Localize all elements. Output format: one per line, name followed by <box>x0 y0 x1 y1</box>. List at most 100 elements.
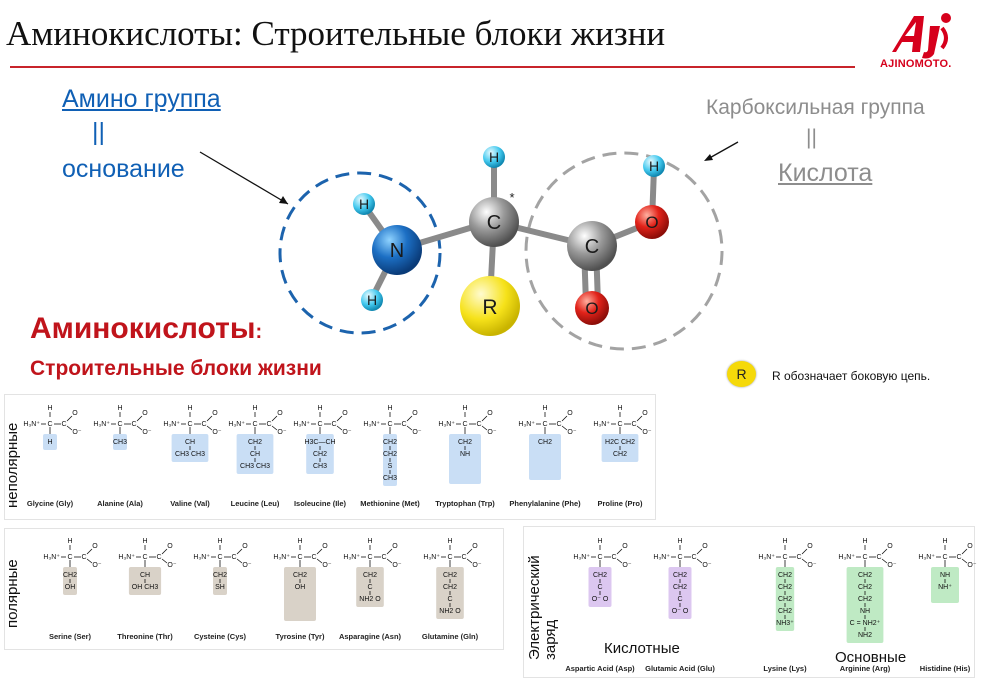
backbone-o: O <box>142 410 148 417</box>
backbone-amine: H₃N⁺ <box>423 554 440 561</box>
bond-line <box>801 558 808 564</box>
atom-label-h: H <box>649 158 659 174</box>
backbone-o-minus: O⁻ <box>142 429 151 436</box>
backbone-c-alpha: C <box>462 421 467 428</box>
side-chain-atom: OH <box>65 584 76 591</box>
side-chain-atom: C <box>367 584 372 591</box>
backbone-c-carboxyl: C <box>631 421 636 428</box>
section-heading-colon: : <box>255 321 263 343</box>
amino-acid-name: Tryptophan (Trp) <box>435 499 495 508</box>
backbone-h: H <box>462 405 467 412</box>
bond-line <box>66 415 73 422</box>
atom-label-r: R <box>482 296 497 319</box>
backbone-c-alpha: C <box>447 554 452 561</box>
amino-acid-name: Alanine (Ala) <box>97 499 143 508</box>
side-chain-atom: NH <box>940 572 950 579</box>
amino-group-equals: || <box>92 118 105 146</box>
side-chain-atom: CH2 <box>778 596 792 603</box>
bond-line <box>271 425 278 431</box>
backbone-o: O <box>277 410 283 417</box>
bond-line <box>481 415 488 422</box>
bond-line <box>636 415 643 422</box>
bond-line <box>386 558 393 564</box>
amino-acid-name: Histidine (His) <box>919 664 971 673</box>
amino-acid-name: Tyrosine (Tyr) <box>275 632 325 641</box>
backbone-o: O <box>487 410 493 417</box>
backbone-amine: H₃N⁺ <box>838 554 855 561</box>
side-chain-atom: CH2 <box>613 451 627 458</box>
side-chain-highlight <box>529 434 561 480</box>
side-chain-atom: H2C CH2 <box>605 439 635 446</box>
backbone-c-alpha: C <box>542 421 547 428</box>
bond-line <box>881 558 888 564</box>
atom-label-c: C <box>487 212 501 234</box>
side-chain-atom: CH <box>140 572 150 579</box>
side-chain-atom: C = NH2⁺ <box>850 620 881 627</box>
backbone-h: H <box>217 538 222 545</box>
backbone-o-minus: O⁻ <box>412 429 421 436</box>
backbone-o: O <box>887 543 893 550</box>
amino-acid-name: Phenylalanine (Phe) <box>509 499 581 508</box>
backbone-o-minus: O⁻ <box>92 562 101 569</box>
acidic-group-label: Кислотные <box>604 640 680 657</box>
backbone-o: O <box>412 410 418 417</box>
side-chain-atom: CH2 <box>248 439 262 446</box>
amino-acid-name: Leucine (Leu) <box>230 499 280 508</box>
side-chain-atom: C <box>597 584 602 591</box>
bond-line <box>406 425 413 431</box>
backbone-c-carboxyl: C <box>401 421 406 428</box>
side-chain-atom: NH <box>460 451 470 458</box>
side-chain-atom: CH2 <box>858 596 872 603</box>
backbone-o-minus: O⁻ <box>967 562 976 569</box>
amino-acid-name: Glutamine (Gln) <box>421 632 479 641</box>
backbone-o-minus: O⁻ <box>72 429 81 436</box>
amino-group-title: Амино группа <box>62 85 221 113</box>
atom-n <box>372 225 422 275</box>
backbone-o-minus: O⁻ <box>642 429 651 436</box>
backbone-amine: H₃N⁺ <box>273 554 290 561</box>
side-chain-atom: CH2 <box>593 572 607 579</box>
backbone-amine: H₃N⁺ <box>593 421 610 428</box>
backbone-o: O <box>72 410 78 417</box>
amino-group-meaning: основание <box>62 155 185 183</box>
side-chain-atom: CH2 <box>443 584 457 591</box>
bond-line <box>881 548 888 555</box>
bond-line <box>561 425 568 431</box>
amino-acid-name: Asparagine (Asn) <box>338 632 402 641</box>
amino-acid-name: Aspartic Acid (Asp) <box>565 664 635 673</box>
atom-h <box>353 193 375 215</box>
backbone-h: H <box>597 538 602 545</box>
backbone-c-carboxyl: C <box>156 554 161 561</box>
bond-line <box>336 425 343 431</box>
backbone-o: O <box>322 543 328 550</box>
atom-r <box>460 276 520 336</box>
backbone-c-alpha: C <box>187 421 192 428</box>
amino-acid-name: Arginine (Arg) <box>839 664 891 673</box>
backbone-c-carboxyl: C <box>201 421 206 428</box>
side-chain-atom: SH <box>215 584 225 591</box>
side-chain-highlight <box>356 567 384 607</box>
backbone-c-carboxyl: C <box>131 421 136 428</box>
backbone-o-minus: O⁻ <box>472 562 481 569</box>
side-chain-atom: NH2 O <box>439 608 461 615</box>
atom-c-alpha <box>469 197 519 247</box>
backbone-o: O <box>642 410 648 417</box>
chiral-mark: * <box>509 190 514 205</box>
amino-acid-name: Glycine (Gly) <box>26 499 74 508</box>
backbone-c-carboxyl: C <box>556 421 561 428</box>
backbone-amine: H₃N⁺ <box>193 554 210 561</box>
backbone-o-minus: O⁻ <box>487 429 496 436</box>
side-chain-atom: OH <box>295 584 306 591</box>
backbone-amine: H₃N⁺ <box>163 421 180 428</box>
atom-label-c: C <box>585 236 599 258</box>
backbone-amine: H₃N⁺ <box>918 554 935 561</box>
backbone-h: H <box>447 538 452 545</box>
atom-label-o: O <box>645 213 658 232</box>
backbone-h: H <box>252 405 257 412</box>
side-chain-highlight <box>775 567 795 631</box>
